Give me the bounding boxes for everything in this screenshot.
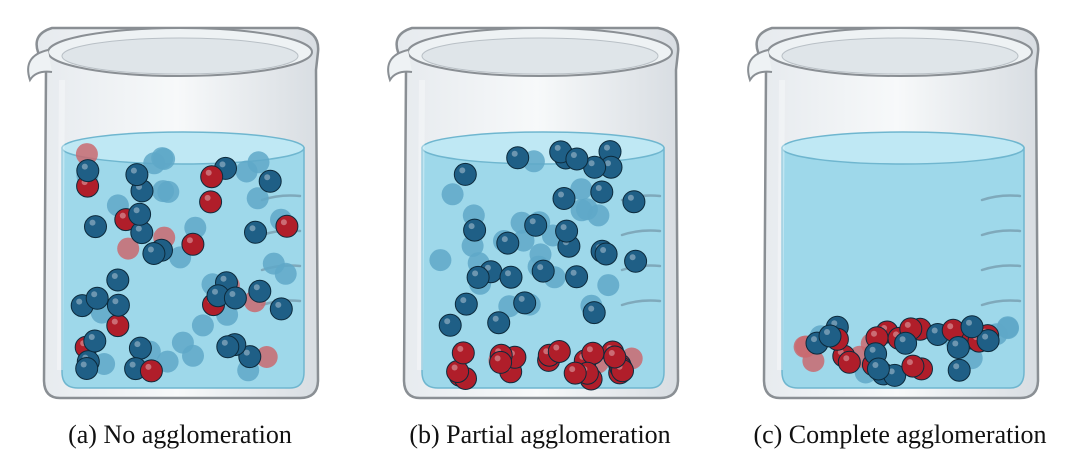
particle-blue (594, 242, 618, 266)
particle-red (802, 350, 825, 372)
particle-blue (466, 265, 490, 289)
panel-partial-agglomeration: (b) Partial agglomeration (360, 0, 720, 461)
particle-red (489, 350, 513, 374)
particle-blue (506, 146, 530, 170)
particle-blue (565, 147, 589, 171)
particle-blue (531, 259, 555, 283)
particle-red (75, 143, 98, 166)
particle-blue (487, 311, 511, 335)
particle-blue (582, 301, 606, 325)
particle-blue (499, 265, 523, 289)
beaker-spout (27, 49, 53, 83)
particle-blue (624, 249, 648, 273)
water-surface (61, 131, 305, 165)
particle-red (547, 340, 571, 363)
beaker-spout (387, 49, 413, 83)
particle-blue (106, 293, 130, 317)
particle-blue (946, 336, 970, 359)
particle-blue (84, 215, 107, 239)
particle-blue (552, 187, 576, 210)
particle-blue (83, 329, 107, 353)
particle-blue (75, 357, 99, 380)
particle-red (200, 165, 224, 189)
particle-blue (191, 314, 214, 337)
beaker-no-agglomeration (27, 26, 320, 400)
particle-blue (246, 187, 269, 210)
particle-blue (622, 190, 646, 214)
particle-blue (85, 286, 109, 310)
particle-blue (866, 357, 890, 381)
caption-partial-agglomeration: (b) Partial agglomeration (409, 420, 671, 449)
particle-blue (960, 315, 984, 339)
particle-blue (125, 163, 149, 187)
particle-red (603, 345, 627, 369)
particle-blue (128, 202, 152, 226)
particle-blue (438, 313, 462, 337)
beaker-complete-agglomeration (747, 26, 1040, 400)
particle-blue (463, 218, 487, 242)
particle-red (275, 214, 299, 238)
particle-red (451, 341, 475, 365)
particle-blue (587, 204, 610, 227)
particle-blue (529, 243, 552, 266)
particle-blue (128, 336, 152, 360)
particle-red (199, 190, 223, 214)
beaker-spout (747, 49, 773, 83)
particle-blue (184, 216, 207, 239)
particle-blue (247, 151, 270, 174)
particle-blue (216, 335, 240, 359)
particle-blue (947, 358, 971, 382)
particle-blue (453, 162, 477, 186)
particle-red (117, 237, 140, 260)
panel-no-agglomeration: (a) No agglomeration (0, 0, 360, 461)
particle-blue (244, 220, 267, 244)
particle-blue (570, 199, 593, 222)
caption-no-agglomeration: (a) No agglomeration (68, 420, 292, 449)
particle-blue (269, 297, 293, 321)
particle-red (563, 361, 587, 385)
particle-red (139, 359, 163, 383)
particle-red (901, 354, 925, 378)
particle-blue (262, 252, 285, 275)
particle-blue (454, 292, 478, 316)
particle-blue (597, 274, 620, 297)
particle-blue (157, 180, 180, 203)
particle-blue (524, 213, 548, 237)
particle-blue (76, 159, 100, 183)
water-surface (781, 131, 1025, 165)
particle-blue (106, 268, 130, 292)
particle-blue (429, 249, 452, 272)
particle-blue (565, 265, 589, 289)
particle-blue (258, 169, 282, 193)
particle-red (255, 346, 278, 368)
beaker-partial-agglomeration (387, 26, 680, 400)
particle-blue (818, 324, 842, 348)
particle-red (181, 232, 205, 256)
particle-blue (238, 345, 262, 369)
particle-blue (590, 180, 614, 204)
particle-red (106, 314, 130, 338)
particle-blue (441, 183, 464, 206)
particle-blue (223, 286, 247, 310)
caption-complete-agglomeration: (c) Complete agglomeration (753, 420, 1047, 449)
particle-blue (142, 242, 166, 265)
particle-blue (248, 279, 272, 303)
particle-blue (570, 178, 593, 201)
particle-blue (894, 331, 918, 355)
particle-blue (976, 329, 1000, 353)
particle-blue (151, 147, 174, 170)
particle-blue (513, 291, 537, 315)
particle-red (837, 350, 861, 374)
particle-blue (555, 219, 579, 243)
panel-complete-agglomeration: (c) Complete agglomeration (720, 0, 1080, 461)
particle-red (581, 341, 605, 365)
particle-blue (182, 344, 204, 367)
particle-blue (496, 231, 520, 255)
